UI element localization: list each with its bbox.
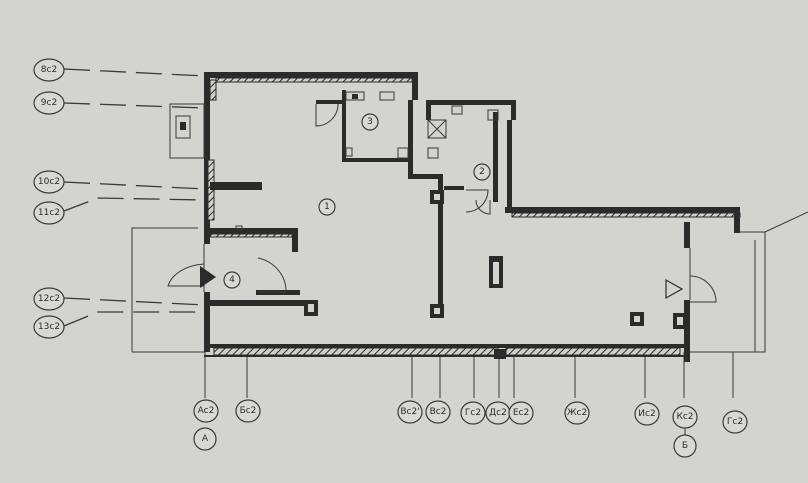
- axis-label-10c2: 10c2: [38, 177, 60, 187]
- axis-label-ec2: Еc2: [513, 408, 529, 418]
- axis-label-13c2: 13c2: [38, 322, 60, 332]
- axis-label-dc2: Дc2: [489, 408, 507, 418]
- axis-label-ac2: Ac2: [198, 406, 215, 416]
- columns: [304, 190, 687, 359]
- axis-label-12c2: 12c2: [38, 294, 60, 304]
- entrance-arrow-icon: [200, 266, 216, 288]
- axis-bubbles-bottom: Ac2 Бc2 Вc2' Вc2 Гc2 Дc2 Еc2 Жc2 Иc2 Кc2…: [193, 399, 748, 434]
- axis-label-vc2-prime: Вc2': [400, 407, 419, 417]
- room-label-3: 3: [367, 117, 373, 127]
- room-label-2: 2: [479, 167, 485, 177]
- axis-bubbles-left: 8c2 9c2 10c2 11c2 12c2 13c2: [33, 58, 65, 339]
- room-label-4: 4: [229, 275, 235, 285]
- site-lines: [131, 211, 808, 353]
- entrance-arrow-outline-icon: [665, 278, 684, 300]
- axis-label-lc2: Гc2: [727, 417, 743, 427]
- axis-label-8c2: 8c2: [41, 65, 57, 75]
- walls: [204, 72, 741, 362]
- axis-label-vc2: Вc2: [430, 407, 447, 417]
- axis-bubbles-main: А Б: [193, 427, 697, 458]
- axis-label-gc2: Гc2: [465, 408, 481, 418]
- room-label-1: 1: [324, 202, 330, 212]
- fixtures: [169, 91, 499, 231]
- axis-label-kc2: Кc2: [676, 412, 693, 422]
- axis-label-bc2: Бc2: [240, 406, 257, 416]
- axis-label-b: Б: [682, 441, 688, 451]
- axis-label-9c2: 9c2: [41, 98, 57, 108]
- room-labels: 1 2 3 4: [223, 113, 491, 289]
- axis-label-a: А: [202, 434, 209, 444]
- axis-label-zhc2: Жc2: [567, 408, 587, 418]
- axis-label-ic2: Иc2: [638, 409, 655, 419]
- axis-label-11c2: 11c2: [38, 208, 60, 218]
- entrance-markers: [200, 266, 684, 300]
